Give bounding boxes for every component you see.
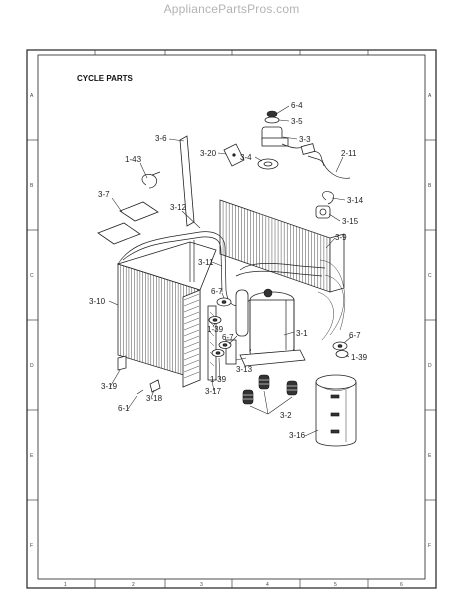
callout-3-17: 3-17 <box>205 387 222 396</box>
callout-1-39-b: 1-39 <box>351 353 368 362</box>
washers-and-bolts <box>208 297 349 358</box>
compressor <box>239 288 306 367</box>
callout-3-13: 3-13 <box>236 365 253 374</box>
callout-6-7-b: 6-7 <box>222 333 234 342</box>
callout-3-19: 3-19 <box>101 382 118 391</box>
refrigerant-tubing <box>117 231 326 306</box>
callout-1-43: 1-43 <box>125 155 142 164</box>
callout-6-4: 6-4 <box>291 101 303 110</box>
callout-3-12: 3-12 <box>170 203 187 212</box>
top-small-parts <box>97 110 351 245</box>
callout-3-14: 3-14 <box>347 196 364 205</box>
leader-lines <box>108 105 352 437</box>
callout-3-5: 3-5 <box>291 117 303 126</box>
callout-2-11: 2-11 <box>341 149 357 158</box>
callout-3-1: 3-1 <box>296 329 308 338</box>
callout-3-2: 3-2 <box>280 411 292 420</box>
callout-6-7-a: 6-7 <box>211 287 223 296</box>
margin-row-a-right: A <box>428 93 432 99</box>
evaporator-coil <box>219 199 346 341</box>
callout-1-39-c: 1-39 <box>210 375 227 384</box>
callout-3-10: 3-10 <box>89 297 106 306</box>
callout-3-6: 3-6 <box>155 134 167 143</box>
inner-frame <box>37 54 426 580</box>
callout-6-7-c: 6-7 <box>349 331 361 340</box>
callout-3-16: 3-16 <box>289 431 306 440</box>
condenser-coil <box>116 241 217 388</box>
small-brackets <box>117 355 161 395</box>
diagram-title: CYCLE PARTS <box>77 74 134 83</box>
outer-frame <box>26 49 437 589</box>
compressor-cushions <box>242 374 298 405</box>
frame-ticks <box>27 50 436 588</box>
compressor-cover <box>315 374 357 447</box>
margin-row-d-right: D <box>428 363 432 369</box>
callout-3-9: 3-9 <box>335 233 347 242</box>
margin-col-2: 2 <box>132 582 135 588</box>
margin-row-c-left: C <box>30 273 34 279</box>
margin-col-6: 6 <box>400 582 403 588</box>
callout-3-15: 3-15 <box>342 217 359 226</box>
accumulator <box>235 289 249 337</box>
margin-col-4: 4 <box>266 582 269 588</box>
margin-row-c-right: C <box>428 273 432 279</box>
margin-row-e-right: E <box>428 453 432 459</box>
callout-3-7: 3-7 <box>98 190 110 199</box>
callout-3-3: 3-3 <box>299 135 311 144</box>
margin-col-3: 3 <box>200 582 203 588</box>
margin-row-f-right: F <box>428 543 431 549</box>
margin-row-a-left: A <box>30 93 34 99</box>
margin-row-b-right: B <box>428 183 432 189</box>
drain-and-bracket-parts <box>207 305 237 381</box>
callout-3-18: 3-18 <box>146 394 163 403</box>
callout-3-20: 3-20 <box>200 149 217 158</box>
margin-row-e-left: E <box>30 453 34 459</box>
margin-row-b-left: B <box>30 183 34 189</box>
margin-row-d-left: D <box>30 363 34 369</box>
callout-6-1: 6-1 <box>118 404 130 413</box>
site-watermark: AppliancePartsPros.com <box>163 2 300 16</box>
callout-1-39-a: 1-39 <box>207 325 224 334</box>
callout-3-11: 3-11 <box>198 258 214 267</box>
margin-col-1: 1 <box>64 582 67 588</box>
callout-3-4: 3-4 <box>240 153 252 162</box>
margin-row-f-left: F <box>30 543 33 549</box>
margin-col-5: 5 <box>334 582 337 588</box>
